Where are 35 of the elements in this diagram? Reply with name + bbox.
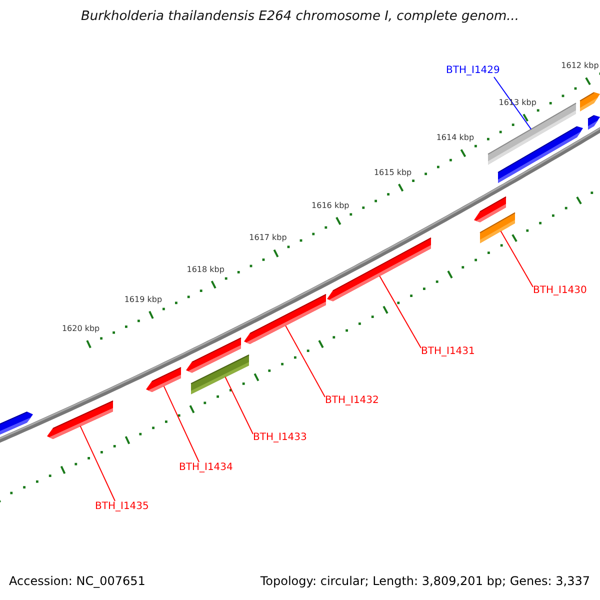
gene-feature bbox=[327, 238, 432, 302]
leader-line bbox=[80, 426, 116, 502]
scale-label: 1619 kbp bbox=[124, 294, 162, 305]
gene-feature bbox=[244, 294, 326, 344]
leader-line bbox=[163, 386, 200, 462]
gene-feature bbox=[47, 400, 114, 439]
gene-label: BTH_I1434 bbox=[179, 462, 233, 474]
scale-label: 1612 kbp bbox=[561, 61, 599, 71]
gene-label: BTH_I1429 bbox=[446, 65, 500, 77]
gene-feature bbox=[0, 412, 33, 436]
gene-feature bbox=[498, 126, 583, 183]
gene-label: BTH_I1431 bbox=[421, 346, 475, 358]
scale-label: 1616 kbp bbox=[312, 200, 350, 211]
leader-line bbox=[285, 325, 326, 398]
title: Burkholderia thailandensis E264 chromosome I, complete genom... bbox=[80, 9, 520, 25]
gene-label: BTH_I1432 bbox=[325, 395, 379, 407]
footer-text: Topology: circular; Length: 3,809,201 bp; Genes: 3,337 bbox=[260, 574, 590, 588]
scale-label: 1614 kbp bbox=[436, 133, 474, 143]
footer-text: Accession: NC_007651 bbox=[9, 574, 146, 588]
gene-feature bbox=[186, 338, 242, 373]
scale-label: 1615 kbp bbox=[374, 168, 412, 178]
scale-label: 1620 kbp bbox=[62, 324, 100, 334]
gene-feature bbox=[474, 196, 506, 222]
leader-line bbox=[379, 276, 422, 348]
gene-label: BTH_I1433 bbox=[253, 432, 307, 444]
leader-line bbox=[494, 76, 532, 130]
leader-line bbox=[500, 230, 534, 288]
gene-label: BTH_I1430 bbox=[533, 285, 587, 297]
gene-feature bbox=[580, 92, 600, 112]
gene-label: BTH_I1435 bbox=[95, 501, 149, 513]
scale-label: 1618 kbp bbox=[186, 264, 224, 274]
gene-feature bbox=[480, 212, 516, 244]
gene-feature bbox=[588, 115, 600, 130]
scale-label: 1617 kbp bbox=[249, 233, 287, 243]
gene-feature bbox=[146, 367, 182, 392]
